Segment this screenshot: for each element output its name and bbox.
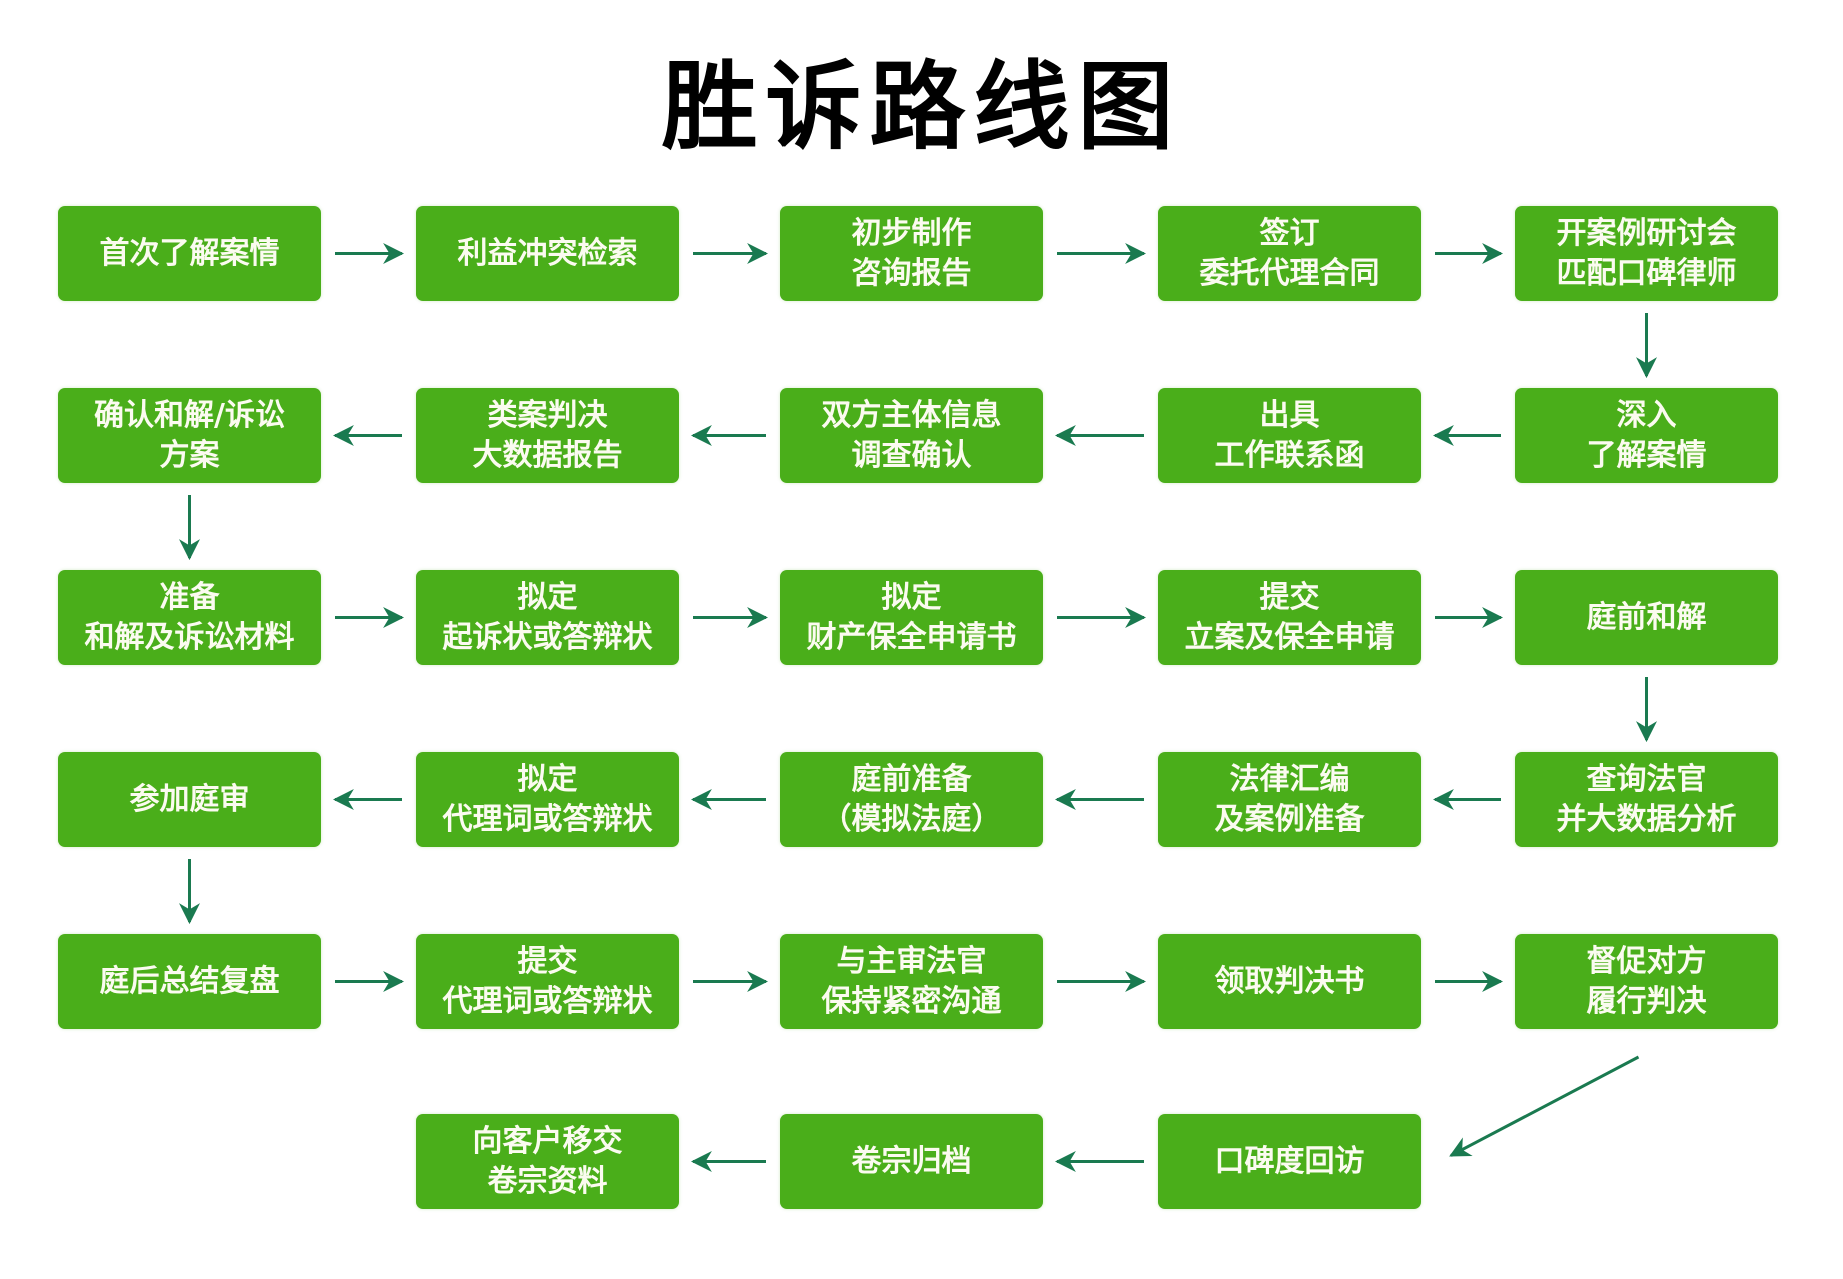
step-label-line: 调查确认 xyxy=(851,437,972,473)
page-title: 胜诉路线图 xyxy=(661,51,1182,163)
step-box-1: 首次了解案情 xyxy=(58,206,321,301)
step-box-13: 拟定财产保全申请书 xyxy=(780,570,1043,665)
step-box-4: 签订委托代理合同 xyxy=(1158,206,1421,301)
step-label-line: 口碑度回访 xyxy=(1214,1143,1365,1179)
step-box-12: 拟定起诉状或答辩状 xyxy=(416,570,679,665)
step-box-11: 准备和解及诉讼材料 xyxy=(58,570,321,665)
step-label-line: 履行判决 xyxy=(1586,983,1707,1019)
step-label-line: 庭前和解 xyxy=(1586,599,1707,635)
step-box-9: 类案判决大数据报告 xyxy=(416,388,679,483)
step-label-line: （模拟法庭） xyxy=(821,801,1002,837)
step-box-10: 确认和解/诉讼方案 xyxy=(58,388,321,483)
step-label-line: 双方主体信息 xyxy=(821,397,1002,433)
step-box-27: 卷宗归档 xyxy=(780,1114,1043,1209)
step-label-line: 保持紧密沟通 xyxy=(821,983,1002,1019)
step-label-line: 准备 xyxy=(159,579,220,615)
step-label-line: 及案例准备 xyxy=(1214,801,1365,837)
step-label-line: 拟定 xyxy=(881,579,942,615)
step-box-18: 庭前准备 （模拟法庭） xyxy=(780,752,1043,847)
step-label-line: 代理词或答辩状 xyxy=(442,801,653,837)
step-label-line: 卷宗归档 xyxy=(851,1143,972,1179)
step-box-22: 提交代理词或答辩状 xyxy=(416,934,679,1029)
step-box-19: 拟定代理词或答辩状 xyxy=(416,752,679,847)
step-label-line: 法律汇编 xyxy=(1229,761,1350,797)
step-box-24: 领取判决书 xyxy=(1158,934,1421,1029)
arrow-25-to-26 xyxy=(1449,1055,1640,1157)
step-label-line: 立案及保全申请 xyxy=(1184,619,1395,655)
step-label-line: 起诉状或答辩状 xyxy=(442,619,653,655)
step-label-line: 拟定 xyxy=(517,761,578,797)
step-label-line: 参加庭审 xyxy=(129,781,250,817)
step-box-26: 口碑度回访 xyxy=(1158,1114,1421,1209)
step-label-line: 匹配口碑律师 xyxy=(1556,255,1737,291)
step-label-line: 深入 xyxy=(1616,397,1677,433)
step-box-23: 与主审法官保持紧密沟通 xyxy=(780,934,1043,1029)
step-box-14: 提交立案及保全申请 xyxy=(1158,570,1421,665)
step-label-line: 与主审法官 xyxy=(836,943,987,979)
step-label-line: 咨询报告 xyxy=(851,255,972,291)
step-label-line: 拟定 xyxy=(517,579,578,615)
step-label-line: 督促对方 xyxy=(1586,943,1707,979)
step-label-line: 卷宗资料 xyxy=(487,1163,608,1199)
step-label-line: 并大数据分析 xyxy=(1556,801,1737,837)
step-label-line: 大数据报告 xyxy=(472,437,623,473)
step-box-3: 初步制作咨询报告 xyxy=(780,206,1043,301)
step-label-line: 利益冲突检索 xyxy=(457,235,638,271)
step-box-28: 向客户移交卷宗资料 xyxy=(416,1114,679,1209)
step-label-line: 首次了解案情 xyxy=(99,235,280,271)
step-label-line: 开案例研讨会 xyxy=(1556,215,1737,251)
step-label-line: 了解案情 xyxy=(1586,437,1707,473)
step-label-line: 方案 xyxy=(159,437,220,473)
step-label-line: 庭前准备 xyxy=(851,761,972,797)
step-box-8: 双方主体信息调查确认 xyxy=(780,388,1043,483)
step-box-16: 查询法官并大数据分析 xyxy=(1515,752,1778,847)
step-box-5: 开案例研讨会匹配口碑律师 xyxy=(1515,206,1778,301)
step-label-line: 委托代理合同 xyxy=(1199,255,1380,291)
step-label-line: 签订 xyxy=(1259,215,1320,251)
step-label-line: 庭后总结复盘 xyxy=(99,963,280,999)
step-label-line: 类案判决 xyxy=(487,397,608,433)
step-label-line: 领取判决书 xyxy=(1214,963,1365,999)
step-label-line: 提交 xyxy=(1259,579,1320,615)
step-label-line: 代理词或答辩状 xyxy=(442,983,653,1019)
step-label-line: 向客户移交 xyxy=(472,1123,623,1159)
step-box-21: 庭后总结复盘 xyxy=(58,934,321,1029)
step-label-line: 提交 xyxy=(517,943,578,979)
step-box-7: 出具工作联系函 xyxy=(1158,388,1421,483)
step-label-line: 初步制作 xyxy=(851,215,972,251)
step-label-line: 财产保全申请书 xyxy=(806,619,1017,655)
step-box-15: 庭前和解 xyxy=(1515,570,1778,665)
step-label-line: 查询法官 xyxy=(1586,761,1707,797)
step-label-line: 工作联系函 xyxy=(1214,437,1365,473)
step-label-line: 出具 xyxy=(1259,397,1320,433)
step-box-17: 法律汇编及案例准备 xyxy=(1158,752,1421,847)
step-box-20: 参加庭审 xyxy=(58,752,321,847)
step-box-2: 利益冲突检索 xyxy=(416,206,679,301)
step-label-line: 确认和解/诉讼 xyxy=(94,397,285,433)
step-box-6: 深入了解案情 xyxy=(1515,388,1778,483)
step-label-line: 和解及诉讼材料 xyxy=(84,619,295,655)
step-box-25: 督促对方履行判决 xyxy=(1515,934,1778,1029)
